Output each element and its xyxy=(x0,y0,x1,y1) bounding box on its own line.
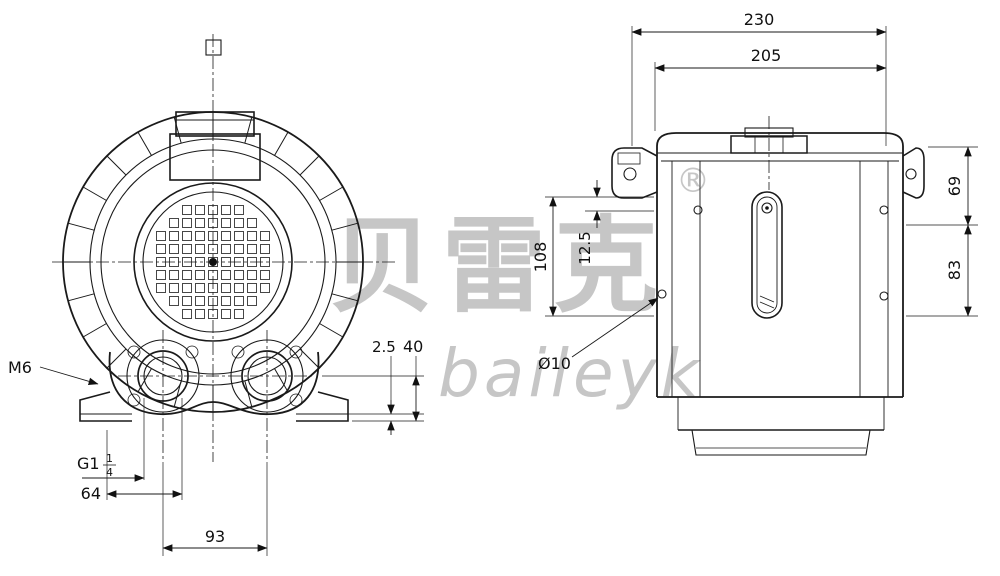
center-slot xyxy=(751,191,783,319)
g1-fraction-numerator: 1 xyxy=(106,452,113,465)
front-dimensions xyxy=(39,356,424,556)
dim-64-label: 64 xyxy=(81,484,101,503)
dim-12-5-label: 12.5 xyxy=(576,231,594,264)
dim-230-label: 230 xyxy=(744,10,775,29)
right-mounting-ear xyxy=(902,147,925,199)
dim-2-5-label: 2.5 xyxy=(372,338,396,356)
side-body xyxy=(656,153,904,398)
port-flange xyxy=(108,339,320,416)
front-view xyxy=(52,34,396,462)
g1-thread-label: G1 xyxy=(77,454,100,473)
top-key-detail xyxy=(205,39,222,56)
body-screw-holes xyxy=(657,205,889,301)
m6-label: M6 xyxy=(8,358,32,377)
dia-10-label: Ø10 xyxy=(538,354,571,373)
left-mounting-ear xyxy=(611,147,658,199)
watermark-latin-text: baileyk xyxy=(438,335,703,412)
g1-fraction-denominator: 4 xyxy=(106,466,113,479)
terminal-box-side xyxy=(730,127,808,154)
dim-40-label: 40 xyxy=(403,337,423,356)
side-base xyxy=(677,397,885,456)
side-view xyxy=(611,116,925,456)
dimension-labels: M6 2.5 40 G1 1 4 64 93 230 205 69 83 108… xyxy=(8,10,964,546)
dia10-hole xyxy=(657,289,667,299)
watermark-cjk-text: 贝雷克 xyxy=(330,205,666,327)
dim-93-label: 93 xyxy=(205,527,225,546)
intake-grille xyxy=(133,182,293,342)
mounting-feet xyxy=(79,391,349,422)
grille-mesh xyxy=(156,205,270,319)
dim-69-label: 69 xyxy=(945,176,964,196)
dim-205-label: 205 xyxy=(751,46,782,65)
registered-trademark-icon: ® xyxy=(676,161,710,201)
finned-housing xyxy=(62,111,364,413)
terminal-box-front xyxy=(169,111,261,181)
dim-108-label: 108 xyxy=(531,242,550,273)
dim-83-label: 83 xyxy=(945,260,964,280)
cooling-fins xyxy=(63,112,363,412)
side-dimensions xyxy=(545,26,978,358)
watermark: 贝雷克 ® baileyk xyxy=(330,161,710,412)
